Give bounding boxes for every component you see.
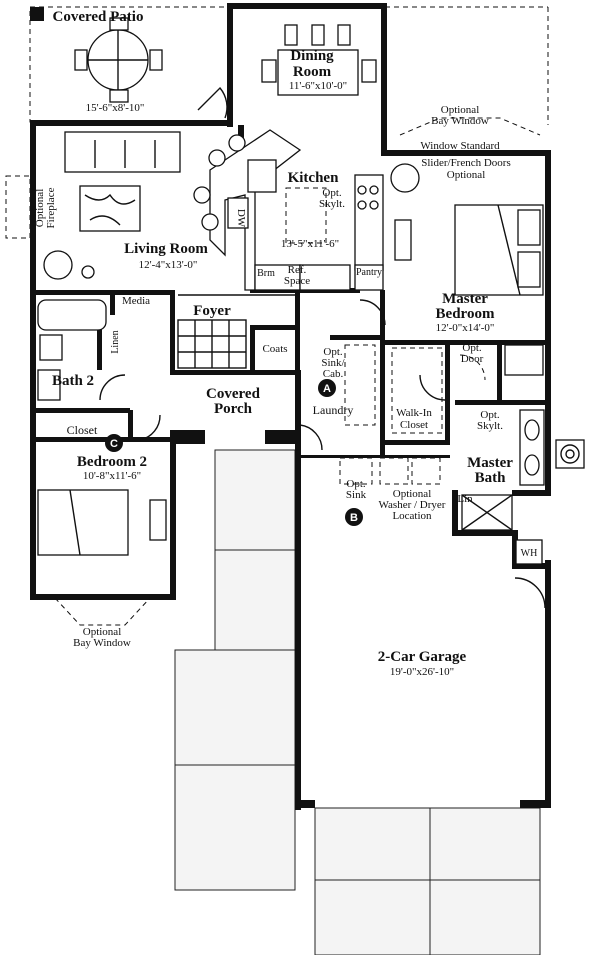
dining-room-dims: 11'-6"x10'-0": [289, 80, 347, 92]
foyer-label: Foyer: [193, 303, 231, 319]
dining-table: [261, 24, 377, 96]
svg-text:B: B: [350, 512, 358, 524]
marker-c: C: [105, 434, 123, 452]
master-bath-label-1: Master: [467, 455, 513, 471]
bath-2-label: Bath 2: [52, 373, 94, 389]
opt-door-line1: Opt.: [462, 342, 482, 354]
kitchen-skylt-line2: Skylt.: [319, 198, 345, 210]
kitchen-skylt-line1: Opt.: [322, 187, 342, 199]
coats-label: Coats: [262, 343, 287, 355]
broom-closet-label: Brm: [257, 268, 275, 279]
kitchen-counters: [193, 129, 384, 291]
slider-doors-line1: Slider/French Doors: [421, 157, 511, 169]
opt-sink-line2: Sink: [346, 489, 367, 501]
opt-sink-line1: Opt.: [346, 478, 366, 490]
pantry-label: Pantry: [356, 267, 382, 278]
skylight-icon: [555, 439, 585, 469]
bay-window-bottom-line2: Bay Window: [73, 637, 131, 649]
bay-window-top-line2: Bay Window: [431, 115, 489, 127]
covered-porch-label-1: Covered: [206, 386, 261, 402]
slider-doors-line2: Optional: [447, 169, 486, 181]
living-room-label: Living Room: [124, 241, 208, 257]
exterior-walls: [30, 3, 551, 810]
front-walkway: [174, 449, 541, 955]
bedroom-2-label: Bedroom 2: [77, 454, 147, 470]
bedroom-2-dims: 10'-8"x11'-6": [83, 470, 141, 482]
svg-text:C: C: [110, 438, 118, 450]
dining-room-label-2: Room: [293, 64, 332, 80]
opt-door-line2: Door: [461, 353, 484, 365]
covered-patio-label: Covered Patio: [53, 9, 144, 25]
garage-label: 2-Car Garage: [378, 649, 467, 665]
ref-space-line1: Ref.: [288, 264, 307, 276]
dishwasher-label: DW: [235, 209, 247, 228]
garage-dims: 19'-0"x26'-10": [390, 666, 454, 678]
bath-fixtures: [37, 299, 545, 531]
walk-in-closet-line1: Walk-In: [396, 407, 432, 419]
ref-space-line2: Space: [284, 275, 310, 287]
washer-dryer-line1: Optional: [393, 488, 432, 500]
opt-sink-cab-line2: Sink/: [321, 357, 345, 369]
opt-sink-cab-line1: Opt.: [323, 346, 343, 358]
master-bed: [390, 117, 544, 296]
living-room-furniture: [5, 131, 181, 280]
linen-label: Linen: [110, 330, 121, 353]
bay-window-bottom-line1: Optional: [83, 626, 122, 638]
opt-sink-cab-line3: Cab.: [323, 368, 344, 380]
window-standard-label: Window Standard: [420, 140, 500, 152]
media-label: Media: [122, 295, 150, 307]
walk-in-closet-line2: Closet: [400, 419, 428, 431]
marker-a: A: [318, 379, 336, 397]
marker-b: B: [345, 508, 363, 526]
kitchen-label: Kitchen: [288, 170, 339, 186]
dining-room-label-1: Dining: [290, 48, 334, 64]
covered-porch-label-2: Porch: [214, 401, 253, 417]
closet-label: Closet: [67, 423, 98, 437]
lin-label: Lin: [457, 493, 473, 505]
fireplace-line2: Fireplace: [45, 187, 57, 228]
laundry-label: Laundry: [313, 403, 354, 417]
master-bath-label-2: Bath: [475, 470, 507, 486]
bay-window-top-line1: Optional: [441, 104, 480, 116]
door-swings: [99, 86, 546, 609]
covered-patio-dims: 15'-6"x8'-10": [86, 102, 145, 114]
living-room-dims: 12'-4"x13'-0": [139, 259, 198, 271]
master-bedroom-dims: 12'-0"x14'-0": [436, 322, 495, 334]
opt-skylt-bath-line1: Opt.: [480, 409, 500, 421]
water-heater-label: WH: [521, 548, 538, 559]
svg-text:A: A: [323, 383, 331, 395]
kitchen-dims: 13'-5"x11'-6": [281, 238, 339, 250]
bedroom-2-bed: [37, 489, 167, 626]
master-bedroom-label-2: Bedroom: [436, 306, 495, 322]
foyer-tiles: [177, 294, 295, 369]
master-bedroom-label-1: Master: [442, 291, 488, 307]
patio-table: [74, 17, 163, 103]
washer-dryer-line3: Location: [392, 510, 432, 522]
garage-laundry-option: [339, 457, 543, 565]
opt-skylt-bath-line2: Skylt.: [477, 420, 503, 432]
washer-dryer-line2: Washer / Dryer: [379, 499, 446, 511]
fireplace-line1: Optional: [34, 189, 46, 228]
